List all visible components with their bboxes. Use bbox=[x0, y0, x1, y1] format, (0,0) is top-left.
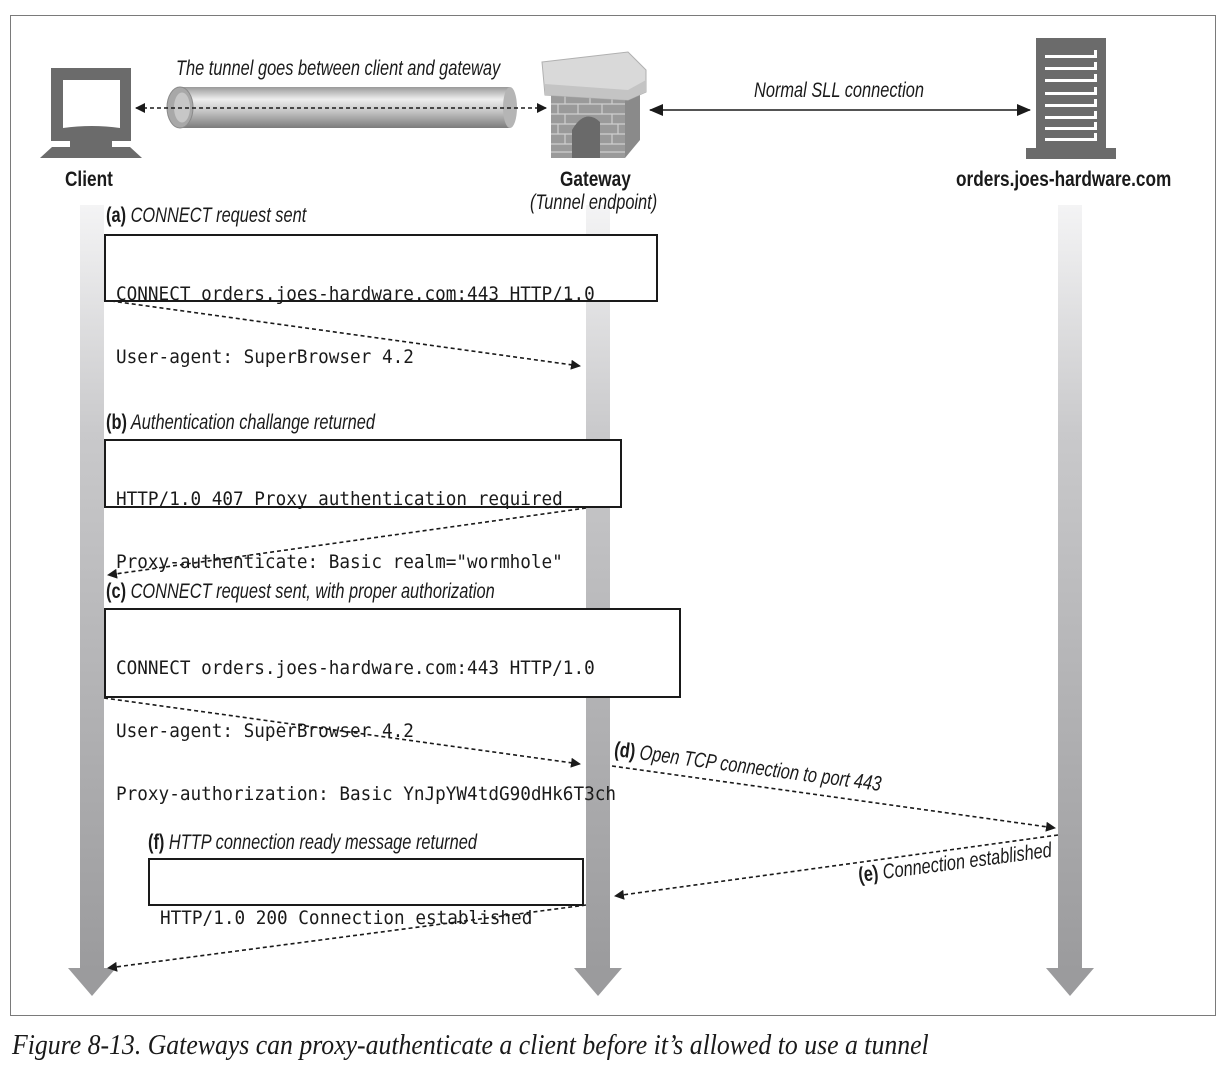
arrow-b-gateway-to-client bbox=[107, 507, 587, 579]
client-label: Client bbox=[65, 168, 113, 191]
step-f-text: HTTP connection ready message returned bbox=[168, 831, 477, 854]
ssl-connection-label: Normal SLL connection bbox=[754, 79, 924, 102]
server-label: orders.joes-hardware.com bbox=[956, 168, 1172, 191]
step-f-label: (f) HTTP connection ready message return… bbox=[148, 831, 477, 855]
step-c-letter: (c) bbox=[106, 580, 127, 603]
message-box-a: CONNECT orders.joes-hardware.com:443 HTT… bbox=[104, 234, 658, 368]
step-d-letter: (d) bbox=[612, 738, 637, 764]
message-c-line-2: User-agent: SuperBrowser 4.2 bbox=[116, 720, 414, 742]
step-a-label: (a) CONNECT request sent bbox=[106, 204, 306, 228]
step-a-text: CONNECT request sent bbox=[130, 204, 307, 227]
message-c-line-1: CONNECT orders.joes-hardware.com:443 HTT… bbox=[116, 657, 595, 679]
figure-frame bbox=[10, 15, 1216, 1016]
lifeline-client bbox=[68, 205, 116, 996]
step-b-text: Authentication challange returned bbox=[130, 411, 375, 434]
arrow-c-client-to-gateway bbox=[103, 697, 581, 768]
arrow-a-client-to-gateway bbox=[103, 299, 581, 370]
figure-caption: Figure 8-13. Gateways can proxy-authenti… bbox=[12, 1030, 929, 1061]
message-b-line-2: Proxy-authenticate: Basic realm="wormhol… bbox=[116, 551, 563, 573]
gateway-sublabel: (Tunnel endpoint) bbox=[530, 191, 658, 214]
step-c-text: CONNECT request sent, with proper author… bbox=[130, 580, 495, 603]
message-a-line-2: User-agent: SuperBrowser 4.2 bbox=[116, 346, 414, 368]
message-a-line-1: CONNECT orders.joes-hardware.com:443 HTT… bbox=[116, 283, 595, 305]
lifeline-server bbox=[1046, 205, 1094, 996]
message-box-c: CONNECT orders.joes-hardware.com:443 HTT… bbox=[104, 608, 681, 805]
message-box-b: HTTP/1.0 407 Proxy authentication requir… bbox=[104, 439, 622, 573]
message-box-f: HTTP/1.0 200 Connection established bbox=[148, 858, 584, 929]
step-a-letter: (a) bbox=[106, 204, 127, 227]
step-c-label: (c) CONNECT request sent, with proper au… bbox=[106, 580, 495, 604]
step-b-letter: (b) bbox=[106, 411, 127, 434]
step-f-letter: (f) bbox=[148, 831, 165, 854]
arrow-f-gateway-to-client bbox=[107, 904, 587, 972]
message-f-line-1: HTTP/1.0 200 Connection established bbox=[160, 907, 533, 929]
arrow-e-server-to-gateway bbox=[614, 834, 1059, 900]
message-b-line-1: HTTP/1.0 407 Proxy authentication requir… bbox=[116, 488, 563, 510]
server-tower-icon bbox=[1026, 38, 1116, 159]
lifeline-gateway bbox=[574, 205, 622, 996]
message-c-line-3: Proxy-authorization: Basic YnJpYW4tdG90d… bbox=[116, 783, 617, 805]
gateway-label: Gateway bbox=[560, 168, 631, 191]
brick-arch-gateway-icon bbox=[541, 51, 647, 158]
step-e-letter: (e) bbox=[856, 861, 880, 888]
arrow-d-gateway-to-server bbox=[611, 765, 1056, 832]
step-b-label: (b) Authentication challange returned bbox=[106, 411, 375, 435]
tunnel-label: The tunnel goes between client and gatew… bbox=[176, 57, 501, 80]
computer-icon bbox=[40, 68, 142, 158]
